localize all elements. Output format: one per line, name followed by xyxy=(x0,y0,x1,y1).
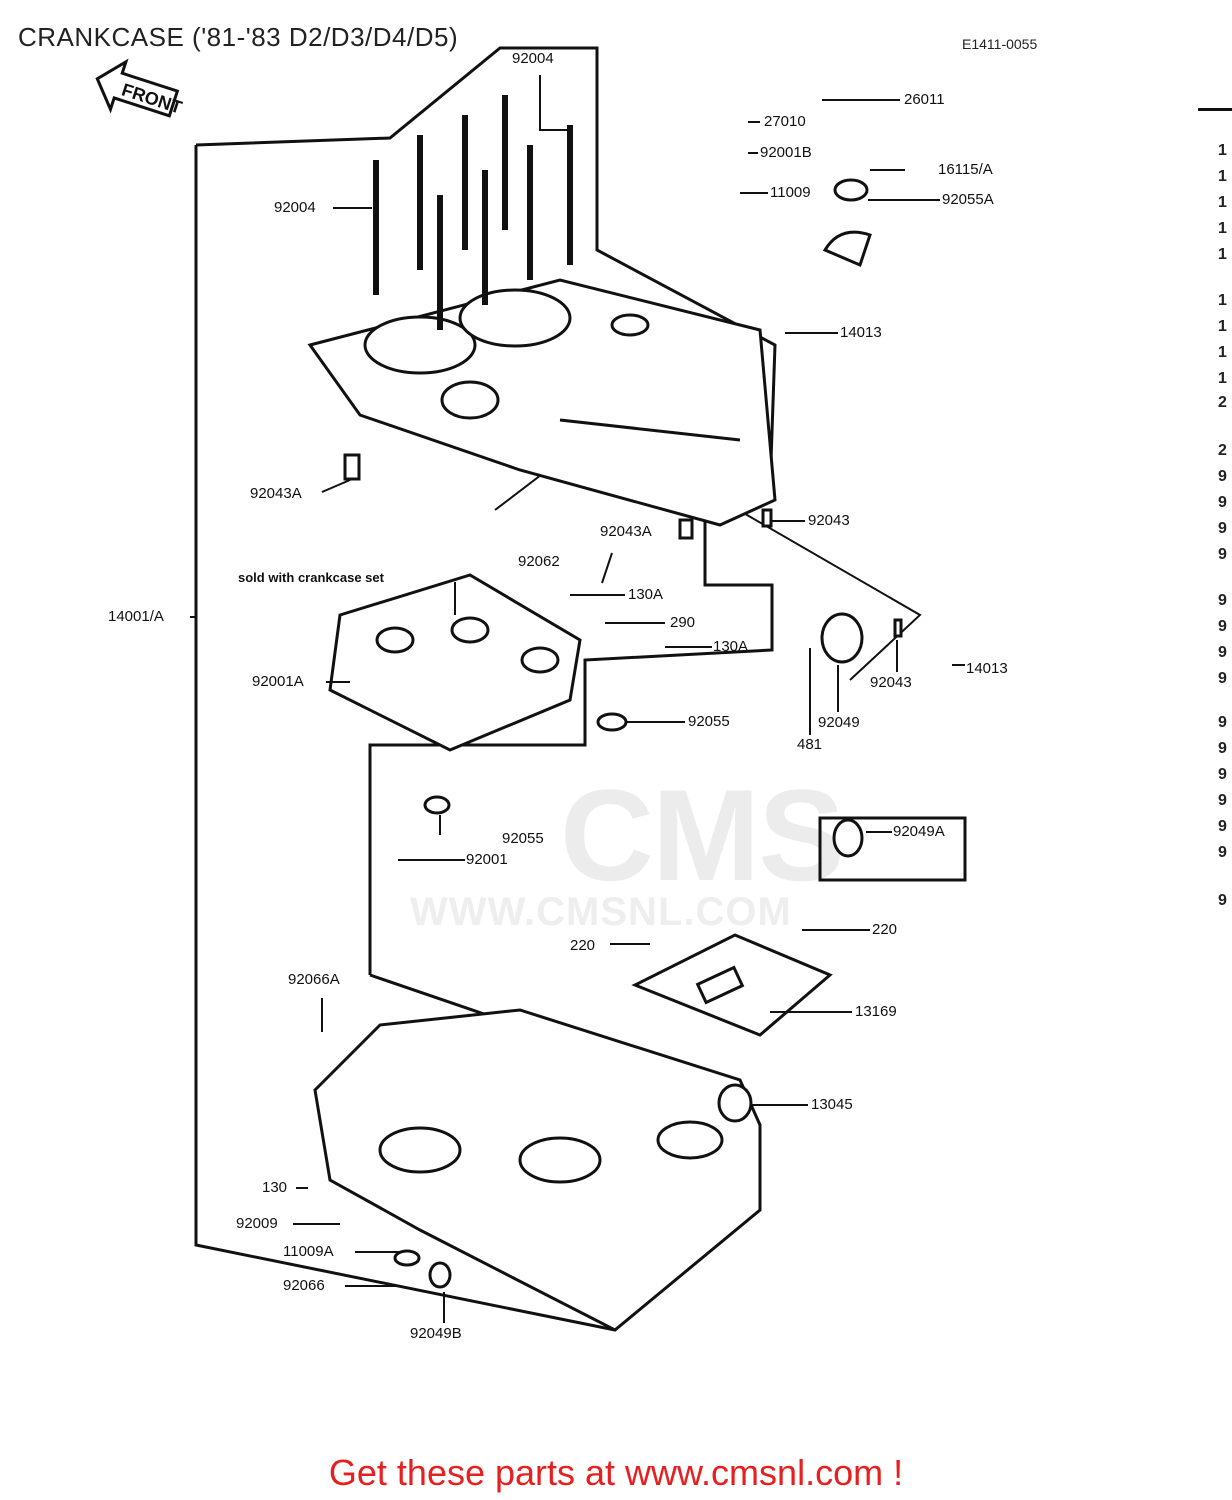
part-label: 14013 xyxy=(840,324,882,341)
part-label: 92001B xyxy=(760,144,812,161)
index-item: 9 xyxy=(1218,670,1227,687)
page-title: CRANKCASE ('81-'83 D2/D3/D4/D5) xyxy=(18,22,459,52)
part-label: 14001/A xyxy=(108,608,164,625)
index-item: 9 xyxy=(1218,892,1227,909)
index-item: 9 xyxy=(1218,644,1227,661)
stud-bolts xyxy=(373,95,573,330)
small-parts xyxy=(343,178,903,1289)
index-item: 2 xyxy=(1218,394,1227,411)
footer-link[interactable]: Get these parts at www.cmsnl.com ! xyxy=(328,1452,904,1493)
part-label: 92055A xyxy=(942,191,994,208)
index-item: 9 xyxy=(1218,818,1227,835)
index-item: 2 xyxy=(1218,442,1227,459)
part-label: 220 xyxy=(570,937,596,954)
crankcase-set-note: sold with crankcase set xyxy=(238,570,384,585)
cover-plate xyxy=(631,933,833,1037)
index-item: 9 xyxy=(1218,740,1227,757)
index-divider xyxy=(1198,108,1232,111)
part-label: 130A xyxy=(628,586,664,603)
index-item: 9 xyxy=(1218,792,1227,809)
index-item: 9 xyxy=(1218,844,1227,861)
index-item: 1 xyxy=(1218,142,1227,159)
frame-line xyxy=(195,46,777,491)
index-item: 9 xyxy=(1218,592,1227,609)
part-label: 220 xyxy=(872,921,898,938)
part-label: 92062 xyxy=(518,553,560,570)
part-label: 92009 xyxy=(236,1215,278,1232)
part-label: 26011 xyxy=(904,91,945,108)
part-label: 92055 xyxy=(502,830,544,847)
part-label: 92055 xyxy=(688,713,730,730)
part-label: 92049 xyxy=(818,714,860,731)
index-item: 1 xyxy=(1218,220,1227,237)
index-item: 1 xyxy=(1218,168,1227,185)
index-item: 9 xyxy=(1218,766,1227,783)
index-item: 1 xyxy=(1218,292,1227,309)
reference-code: E1411-0055 xyxy=(962,36,1038,52)
part-label: 92049A xyxy=(893,823,945,840)
frame-line xyxy=(194,145,616,1332)
index-item: 1 xyxy=(1218,318,1227,335)
index-item: 1 xyxy=(1218,194,1227,211)
inset-box xyxy=(818,816,967,882)
front-arrow-icon: FRONT xyxy=(95,58,184,118)
leader-lines xyxy=(190,75,965,1323)
part-label: 92004 xyxy=(274,199,316,216)
part-label: 92001A xyxy=(252,673,304,690)
part-label: 92043A xyxy=(250,485,302,502)
part-label: 92043A xyxy=(600,523,652,540)
part-label: 130A xyxy=(713,638,749,655)
upper-crankcase xyxy=(307,278,777,527)
index-item: 9 xyxy=(1218,468,1227,485)
part-label: 92001 xyxy=(466,851,508,868)
bearing-cap-block xyxy=(328,573,582,752)
index-item: 1 xyxy=(1218,246,1227,263)
part-label: 290 xyxy=(670,614,696,631)
part-label: 92066 xyxy=(283,1277,325,1294)
part-label: 130 xyxy=(262,1179,288,1196)
part-label: 92049B xyxy=(410,1325,462,1342)
part-label: 11009 xyxy=(770,184,811,201)
lower-crankcase xyxy=(313,1008,762,1332)
part-label: 92043 xyxy=(808,512,850,529)
index-item: 9 xyxy=(1218,494,1227,511)
part-label: 16115/A xyxy=(938,161,993,178)
part-label: 92004 xyxy=(512,50,554,67)
seal-92049 xyxy=(820,612,864,664)
part-label: 92043 xyxy=(870,674,912,691)
part-label: 14013 xyxy=(966,660,1008,677)
index-item: 1 xyxy=(1218,370,1227,387)
index-item: 9 xyxy=(1218,714,1227,731)
index-item: 9 xyxy=(1218,618,1227,635)
index-item: 9 xyxy=(1218,546,1227,563)
part-label: 13169 xyxy=(855,1003,897,1020)
index-item: 1 xyxy=(1218,344,1227,361)
part-label: 27010 xyxy=(764,113,806,130)
watermark-url: WWW.CMSNL.COM xyxy=(410,890,792,934)
part-label: 92066A xyxy=(288,971,340,988)
part-label: 481 xyxy=(797,736,823,753)
watermark-logo: CMS xyxy=(560,762,845,908)
part-label: 13045 xyxy=(811,1096,853,1113)
part-label: 11009A xyxy=(283,1243,334,1260)
index-item: 9 xyxy=(1218,520,1227,537)
